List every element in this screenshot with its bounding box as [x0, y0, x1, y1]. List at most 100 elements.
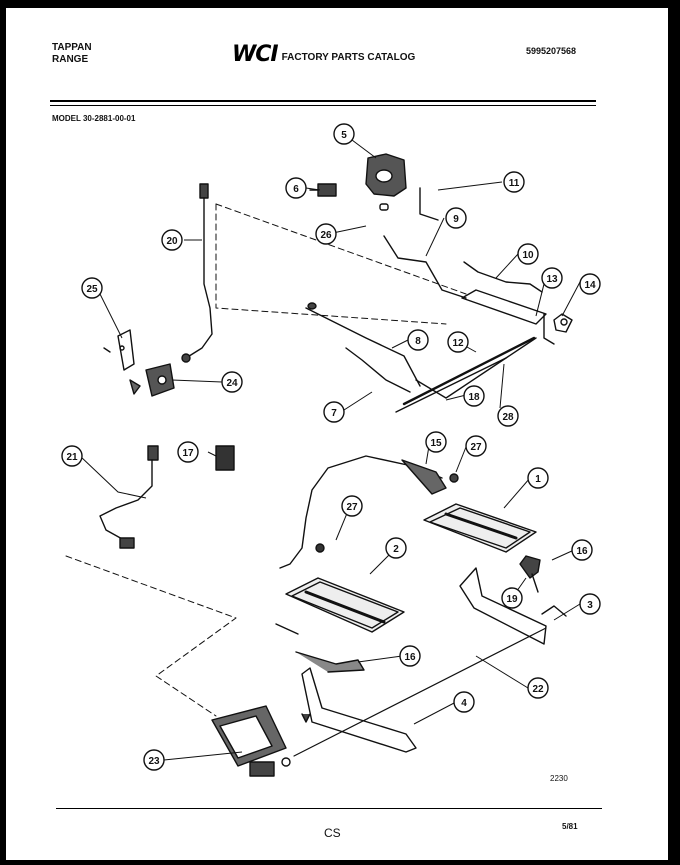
- callout-19: 19: [501, 587, 523, 609]
- spreader-part: [295, 651, 365, 673]
- pressure-regulator-part: [211, 705, 291, 777]
- footer-date: 5/81: [562, 822, 578, 831]
- valve-clip-part: [309, 183, 337, 197]
- dashed-guide: [215, 203, 467, 295]
- catalog-part-number: 5995207568: [526, 46, 577, 56]
- callout-7: 7: [323, 401, 345, 423]
- svg-text:16: 16: [404, 652, 416, 663]
- svg-text:8: 8: [415, 336, 421, 347]
- svg-text:7: 7: [331, 408, 337, 419]
- svg-text:22: 22: [532, 684, 544, 695]
- manifold-pipe-part: [402, 336, 536, 406]
- tube-part: [305, 307, 421, 387]
- footer-code: CS: [324, 826, 341, 840]
- burner-part: [423, 503, 537, 553]
- catalog-header: WCI FACTORY PARTS CATALOG: [232, 42, 415, 67]
- callout-3: 3: [579, 593, 601, 615]
- svg-text:6: 6: [293, 184, 299, 195]
- callout-8: 8: [407, 329, 429, 351]
- callout-18: 18: [463, 385, 485, 407]
- callout-9: 9: [445, 207, 467, 229]
- manifold-part: [461, 289, 547, 325]
- dashed-guide: [215, 203, 447, 325]
- thermostat-part: [129, 363, 175, 397]
- callout-22: 22: [527, 677, 549, 699]
- fitting-part: [531, 573, 539, 593]
- callout-5: 5: [333, 123, 355, 145]
- svg-text:27: 27: [346, 502, 358, 513]
- svg-text:27: 27: [470, 442, 482, 453]
- callout-20: 20: [161, 229, 183, 251]
- orifice-part: [553, 313, 573, 333]
- connector-part: [401, 459, 447, 495]
- brand-line-1: TAPPAN: [52, 42, 92, 53]
- gas-line-part: [293, 627, 547, 757]
- callout-26: 26: [315, 223, 337, 245]
- callout-24: 24: [221, 371, 243, 393]
- callout-27: 27: [465, 435, 487, 457]
- burner-part: [285, 577, 405, 633]
- spreader-part: [275, 623, 299, 635]
- broil-tube-part: [463, 261, 543, 293]
- callout-15: 15: [425, 431, 447, 453]
- footer-rule: [56, 808, 602, 809]
- svg-text:3: 3: [587, 600, 593, 611]
- fitting-part: [541, 605, 567, 617]
- svg-text:15: 15: [430, 438, 442, 449]
- svg-text:20: 20: [166, 236, 178, 247]
- grommet-part: [307, 302, 317, 310]
- callout-6: 6: [285, 177, 307, 199]
- drawing-code: 2230: [550, 774, 568, 783]
- svg-text:24: 24: [226, 378, 238, 389]
- svg-text:25: 25: [86, 284, 98, 295]
- grommet-part: [315, 543, 325, 553]
- header-rule-thin: [50, 105, 596, 106]
- burner-tube-part: [301, 667, 417, 753]
- callout-16: 16: [571, 539, 593, 561]
- svg-text:9: 9: [453, 214, 459, 225]
- svg-text:5: 5: [341, 130, 347, 141]
- thermocouple-part: [279, 455, 443, 569]
- burner-tube-part: [459, 567, 547, 645]
- pipe-part: [395, 357, 507, 413]
- valve-body-part: [365, 153, 407, 211]
- callout-23: 23: [143, 749, 165, 771]
- bracket-part: [103, 329, 135, 371]
- svg-text:11: 11: [509, 178, 520, 189]
- callout-2: 2: [385, 537, 407, 559]
- callout-11: 11: [503, 171, 525, 193]
- svg-text:2: 2: [393, 544, 399, 555]
- bracket-part: [419, 187, 439, 221]
- callout-4: 4: [453, 691, 475, 713]
- fitting-part: [543, 313, 555, 345]
- callout-1: 1: [527, 467, 549, 489]
- dashed-guide: [65, 555, 237, 717]
- svg-text:18: 18: [468, 392, 480, 403]
- svg-text:4: 4: [461, 698, 467, 709]
- hose-part: [99, 445, 159, 549]
- svg-text:26: 26: [320, 230, 332, 241]
- fitting-part: [301, 713, 311, 723]
- svg-text:23: 23: [148, 756, 160, 767]
- brand-line-2: RANGE: [52, 54, 89, 65]
- svg-text:12: 12: [452, 338, 464, 349]
- parts-diagram: 5 6 11 26 9 20 10 13 14 25 8 12 24 7 18 …: [61, 123, 601, 777]
- thermostat-capillary-part: [181, 183, 213, 363]
- callout-21: 21: [61, 445, 83, 467]
- orifice-part: [519, 555, 541, 579]
- switch-part: [215, 445, 235, 471]
- oven-tube-part: [383, 235, 467, 299]
- svg-text:13: 13: [546, 274, 558, 285]
- callout-10: 10: [517, 243, 539, 265]
- callout-25: 25: [81, 277, 103, 299]
- brand-label: TAPPAN RANGE: [52, 42, 92, 66]
- tube-part: [345, 347, 411, 393]
- callout-leaders: [79, 139, 581, 761]
- grommet-part: [449, 473, 459, 483]
- callout-13: 13: [541, 267, 563, 289]
- svg-text:1: 1: [535, 474, 541, 485]
- svg-text:21: 21: [66, 452, 78, 463]
- header-rule: [50, 100, 596, 102]
- callout-17: 17: [177, 441, 199, 463]
- svg-text:16: 16: [576, 546, 588, 557]
